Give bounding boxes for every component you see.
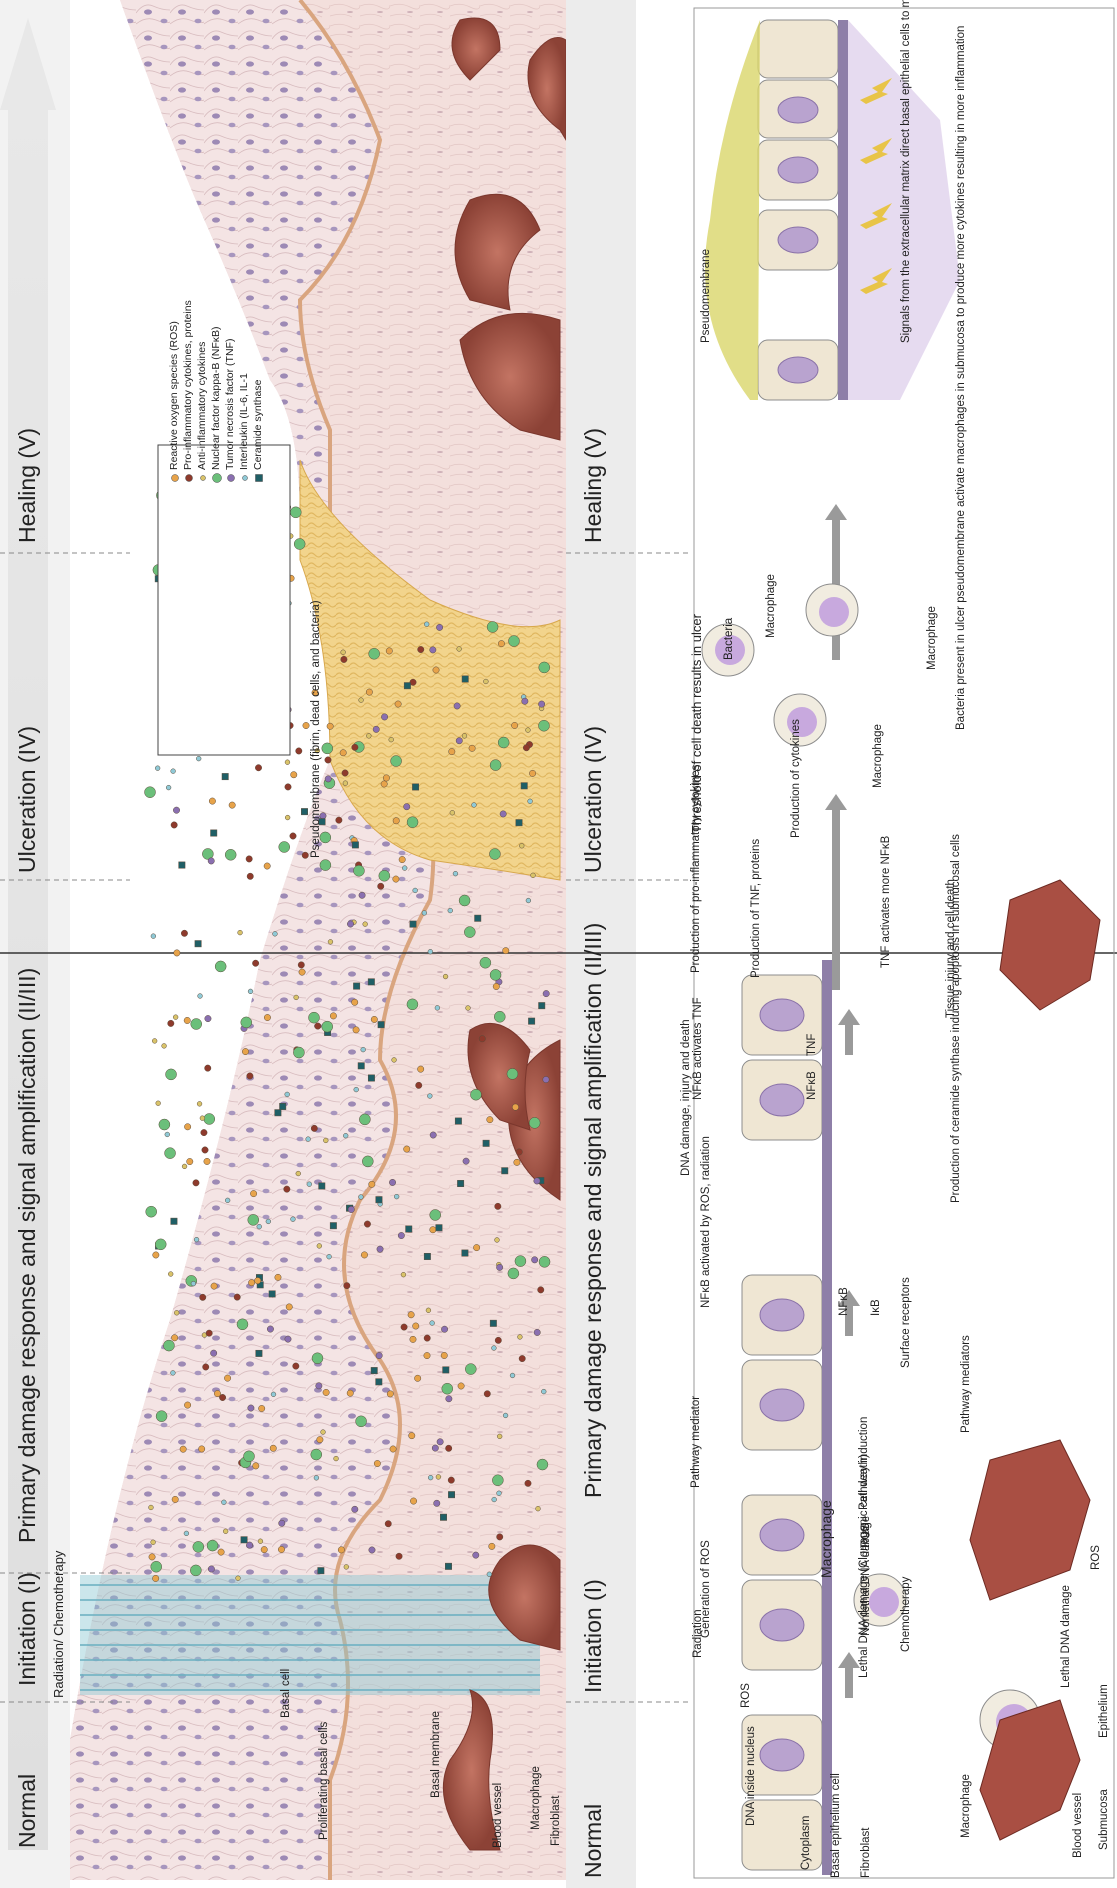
stage-label-normal-bottom: Normal (580, 1804, 607, 1878)
bacteria-label: Bacteria (723, 618, 736, 660)
legend-item-nfkb: Nuclear factor kappa-B (NFκB) (210, 326, 222, 470)
nfkb-activates-tnf-label: NFκB activates TNF (692, 997, 705, 1100)
epithelium-label: Epithelium (1098, 1684, 1111, 1738)
macrophage-label: Macrophage (960, 1774, 973, 1838)
stage-label-initiation-top: Initiation (I) (14, 1572, 41, 1686)
ikb-label: IκB (870, 1299, 883, 1316)
chemotherapy-label: Chemotherapy (900, 1577, 913, 1652)
macrophage-label-5: Macrophage (926, 606, 939, 670)
legend-item-pro-inflammatory: Pro-inflammatory cytokines, proteins (182, 300, 194, 470)
stage-label-healing-top: Healing (V) (14, 428, 41, 543)
macrophage-label-2: Macrophage (820, 1500, 833, 1578)
legend-item-tnf: Tumor necrosis factor (TNF) (224, 339, 236, 470)
proliferating-label: Proliferating basal cells (318, 1722, 331, 1840)
legend-item-ros: Reactive oxygen species (ROS) (168, 321, 180, 470)
nfkb-activated-label: NFκB activated by ROS, radiation (700, 1136, 713, 1308)
stage-label-initiation-bottom: Initiation (I) (580, 1579, 607, 1693)
production-tnf-label: Production of TNF, proteins (750, 839, 763, 978)
stage-label-amplification-bottom: Primary damage response and signal ampli… (580, 923, 607, 1498)
pseudomembrane-label: Pseudomembrane (fibrin, dead cells, and … (310, 600, 323, 858)
pathway-mediator-label: Pathway mediator (690, 1396, 703, 1488)
bacteria-present-label: Bacteria present in ulcer pseudomembrane… (955, 26, 968, 730)
macrophage-label-3: Macrophage (765, 574, 778, 638)
ros-label-1: ROS (740, 1683, 753, 1708)
legend-item-anti-inflammatory: Anti-inflammatory cytokines (196, 342, 208, 470)
production-cytokines-label: Production of cytokines (790, 719, 803, 838)
nfkb-label-2: NFκB (806, 1071, 819, 1100)
legend-item-interleukin: Interleukin (IL-6, IL-1 (238, 373, 250, 470)
ros-label-3: ROS (1090, 1545, 1103, 1570)
fibroblast-label-top: Fibroblast (550, 1796, 563, 1847)
ros-label-2: ROS (860, 1523, 873, 1548)
stage-label-ulceration-bottom: Ulceration (IV) (580, 726, 607, 873)
tnf-activates-label: TNF activates more NFκB (880, 836, 893, 968)
surface-receptors-label: Surface receptors (900, 1277, 913, 1368)
lethal-dna-damage-2-label: Lethal DNA damage (1060, 1585, 1073, 1688)
stage-label-amplification-top: Primary damage response and signal ampli… (14, 968, 41, 1543)
macrophage-label-top: Macrophage (530, 1766, 543, 1830)
pathway-induction-label: Pathway induction (858, 1417, 871, 1510)
macrophage-label-4: Macrophage (872, 724, 885, 788)
stage-label-ulceration-top: Ulceration (IV) (14, 726, 41, 873)
submucosa-label: Submucosa (1098, 1789, 1111, 1850)
fibroblast-label: Fibroblast (860, 1828, 873, 1879)
blood-vessel-label: Blood vessel (492, 1783, 505, 1848)
cytoplasm-label: Cytoplasm (800, 1816, 813, 1870)
tissue-injury-label: Tissue injury and cell death (945, 879, 958, 1018)
radiation-chemo-label: Radiation/ Chemotherapy (52, 1551, 65, 1698)
stage-label-normal-top: Normal (14, 1774, 41, 1848)
nfkb-label-1: NFκB (838, 1287, 851, 1316)
pseudomembrane-label-2: Pseudomembrane (700, 249, 713, 343)
signals-label: Signals from the extracellular matrix di… (900, 0, 913, 343)
basal-epithelium-cell-label: Basal epithelium cell (830, 1773, 843, 1878)
generation-of-ros-label: Generation of ROS (700, 1540, 713, 1638)
legend-item-ceramide: Ceramide synthase (252, 380, 264, 470)
threshold-label: Threshold of cell death results in ulcer (690, 614, 703, 833)
dna-inside-nucleus-label: DNA inside nucleus (745, 1726, 758, 1826)
basal-cell-label: Basal cell (280, 1669, 293, 1718)
stage-label-healing-bottom: Healing (V) (580, 428, 607, 543)
blood-vessel-label-bottom: Blood vessel (1072, 1793, 1085, 1858)
pathway-mediators-label: Pathway mediators (960, 1335, 973, 1433)
tnf-label: TNF (806, 1034, 819, 1056)
basal-membrane-label: Basal membrane (430, 1711, 443, 1798)
